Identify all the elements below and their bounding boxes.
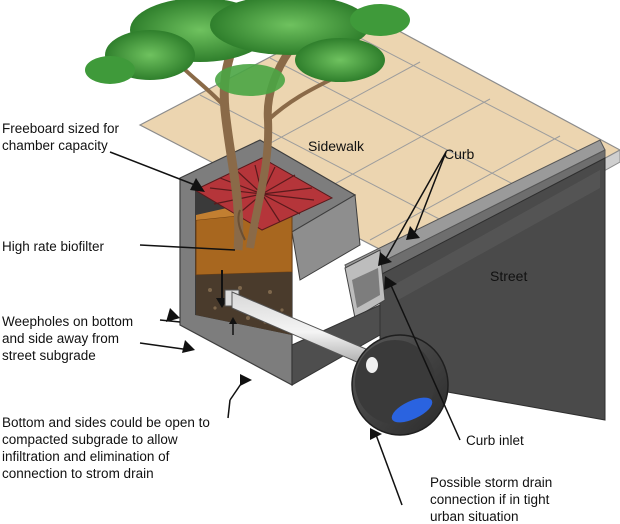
weepholes-label-line-2: and side away from: [2, 330, 133, 347]
storm-drain-label-line-3: urban situation: [430, 508, 552, 524]
freeboard-label-line-1: Freeboard sized for: [2, 120, 119, 137]
curb-label: Curb: [444, 146, 474, 163]
freeboard-label-line-2: chamber capacity: [2, 137, 119, 154]
storm-drain-label-line-1: Possible storm drain: [430, 474, 552, 491]
storm-drain-label-line-2: connection if in tight: [430, 491, 552, 508]
bottom-sides-label-line-1: Bottom and sides could be open to: [2, 414, 210, 431]
storm-drain-label: Possible storm drain connection if in ti…: [430, 474, 552, 524]
bottom-sides-label: Bottom and sides could be open to compac…: [2, 414, 210, 482]
bottom-sides-label-line-2: compacted subgrade to allow: [2, 431, 210, 448]
street-label: Street: [490, 268, 527, 285]
freeboard-label: Freeboard sized for chamber capacity: [2, 120, 119, 154]
weepholes-label-line-3: street subgrade: [2, 347, 133, 364]
bottom-sides-label-line-3: infiltration and elimination of: [2, 448, 210, 465]
curb-inlet-label: Curb inlet: [466, 432, 524, 449]
weepholes-label-line-1: Weepholes on bottom: [2, 313, 133, 330]
bottom-sides-label-line-4: connection to strom drain: [2, 465, 210, 482]
biofilter-label: High rate biofilter: [2, 238, 104, 255]
weepholes-label: Weepholes on bottom and side away from s…: [2, 313, 133, 364]
sidewalk-label: Sidewalk: [308, 138, 364, 155]
storm-drain-pipe: [352, 335, 448, 435]
